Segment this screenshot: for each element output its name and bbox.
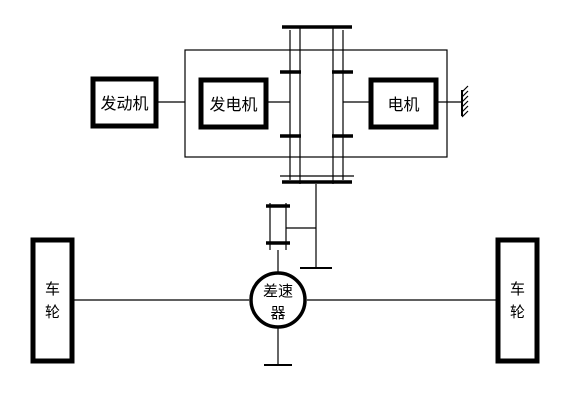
generator-box: 发电机 [198, 77, 269, 130]
left-wheel-label-line1: 车 [45, 280, 60, 298]
motor-box: 电机 [368, 77, 439, 130]
left-wheel-label-line2: 轮 [45, 303, 60, 321]
planetary-gear-train [280, 25, 354, 184]
motor-label: 电机 [387, 95, 419, 114]
left-wheel: 车 轮 [30, 237, 75, 364]
axle-lines [72, 299, 498, 366]
right-wheel-label-line2: 轮 [510, 303, 525, 321]
differential-label-line1: 差速 [263, 282, 293, 300]
reduction-gear-shaft [266, 184, 332, 278]
right-wheel-label-line1: 车 [510, 280, 525, 298]
engine-label: 发动机 [100, 94, 148, 113]
generator-label: 发电机 [209, 95, 257, 114]
differential: 差速 器 [249, 271, 307, 329]
right-wheel: 车 轮 [495, 237, 540, 364]
engine-box: 发动机 [90, 76, 159, 129]
ground-icon [461, 85, 469, 118]
differential-label-line2: 器 [270, 304, 285, 322]
planetary-gear-frame [158, 49, 462, 158]
